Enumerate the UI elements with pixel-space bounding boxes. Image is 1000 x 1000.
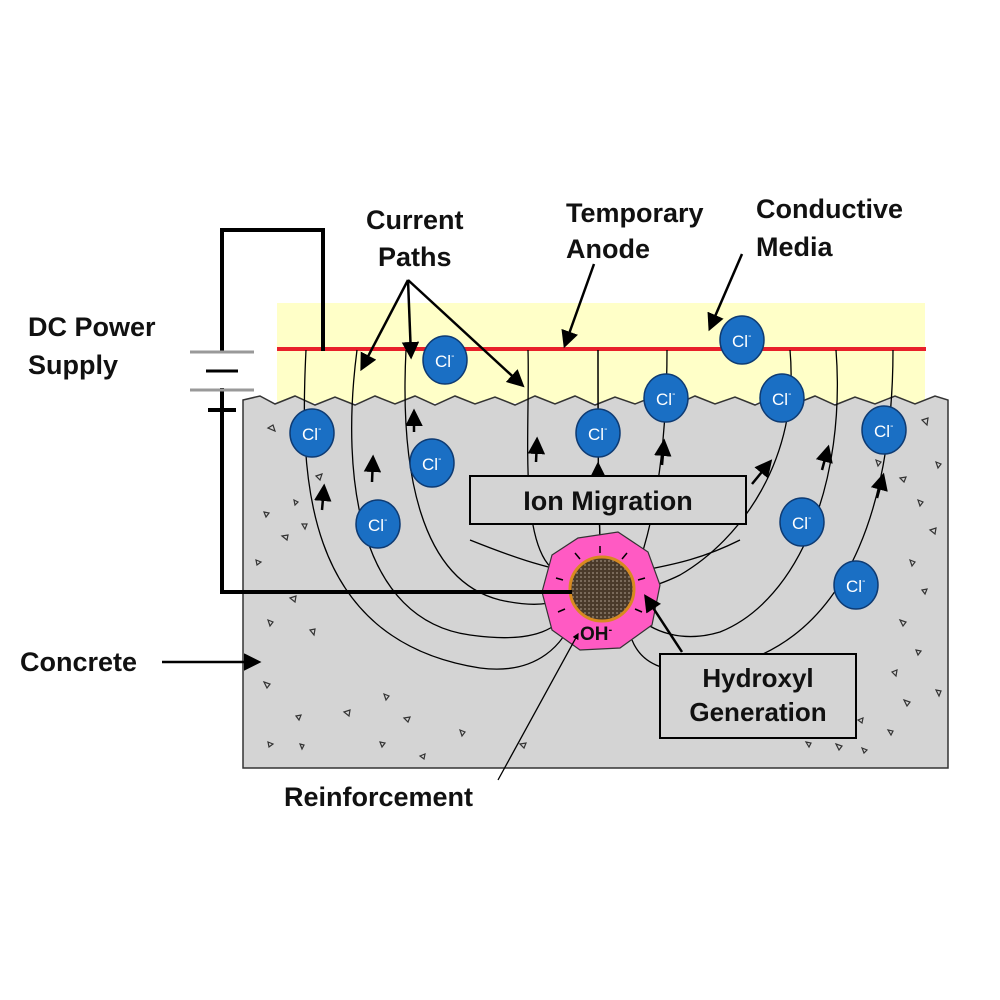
temporary-anode-label-line1: Temporary [566, 198, 704, 228]
hydroxyl-label-line2: Generation [689, 697, 826, 727]
chloride-ion: Cl- [643, 373, 689, 423]
dc-power-supply-label-line2: Supply [28, 350, 118, 380]
svg-text:Cl-: Cl- [422, 454, 441, 474]
svg-text:Cl-: Cl- [792, 513, 811, 533]
chloride-ion: Cl- [409, 438, 455, 488]
ion-migration-label: Ion Migration [523, 486, 692, 516]
chloride-ion: Cl- [833, 560, 879, 610]
svg-text:Cl-: Cl- [846, 576, 865, 596]
svg-text:Cl-: Cl- [302, 424, 321, 444]
svg-text:Cl-: Cl- [732, 331, 751, 351]
dc-power-supply-label-line1: DC Power [28, 312, 156, 342]
power-wiring [220, 228, 572, 594]
chloride-ion: Cl- [575, 408, 621, 458]
svg-text:Cl-: Cl- [435, 351, 454, 371]
chloride-ion: Cl- [779, 497, 825, 547]
concrete-label: Concrete [20, 647, 137, 677]
conductive-media-label-line1: Conductive [756, 194, 903, 224]
svg-text:Cl-: Cl- [772, 389, 791, 409]
conductive-media-layer [277, 303, 925, 403]
ion-migration-box: Ion Migration [469, 475, 747, 525]
battery-plates [190, 350, 254, 412]
chloride-ions: Cl- Cl- Cl- Cl- Cl- Cl- Cl- Cl- Cl- Cl- … [289, 315, 907, 610]
current-paths-label-line2: Paths [378, 242, 452, 272]
chloride-ion: Cl- [759, 373, 805, 423]
hydroxyl-label: OH- [580, 624, 613, 645]
svg-text:Cl-: Cl- [588, 424, 607, 444]
chloride-ion: Cl- [719, 315, 765, 365]
current-path-arrows [314, 408, 888, 511]
svg-text:Cl-: Cl- [656, 389, 675, 409]
svg-text:Cl-: Cl- [874, 421, 893, 441]
temporary-anode-label-line2: Anode [566, 234, 650, 264]
hydroxyl-generation-box: Hydroxyl Generation [659, 653, 857, 739]
aggregate-specks [255, 417, 942, 761]
pointer-arrows [162, 253, 744, 781]
conductive-media-label-line2: Media [756, 232, 834, 262]
chloride-ion: Cl- [422, 335, 468, 385]
hydroxyl-ticks [555, 546, 646, 613]
current-paths-label-line1: Current [366, 205, 464, 235]
reinforcement-label: Reinforcement [284, 782, 473, 812]
svg-text:Cl-: Cl- [368, 515, 387, 535]
chloride-ion: Cl- [289, 408, 335, 458]
chloride-ion: Cl- [355, 499, 401, 549]
chloride-ion: Cl- [861, 405, 907, 455]
reinforcement-bar [568, 555, 636, 623]
hydroxyl-label-line1: Hydroxyl [702, 663, 813, 693]
